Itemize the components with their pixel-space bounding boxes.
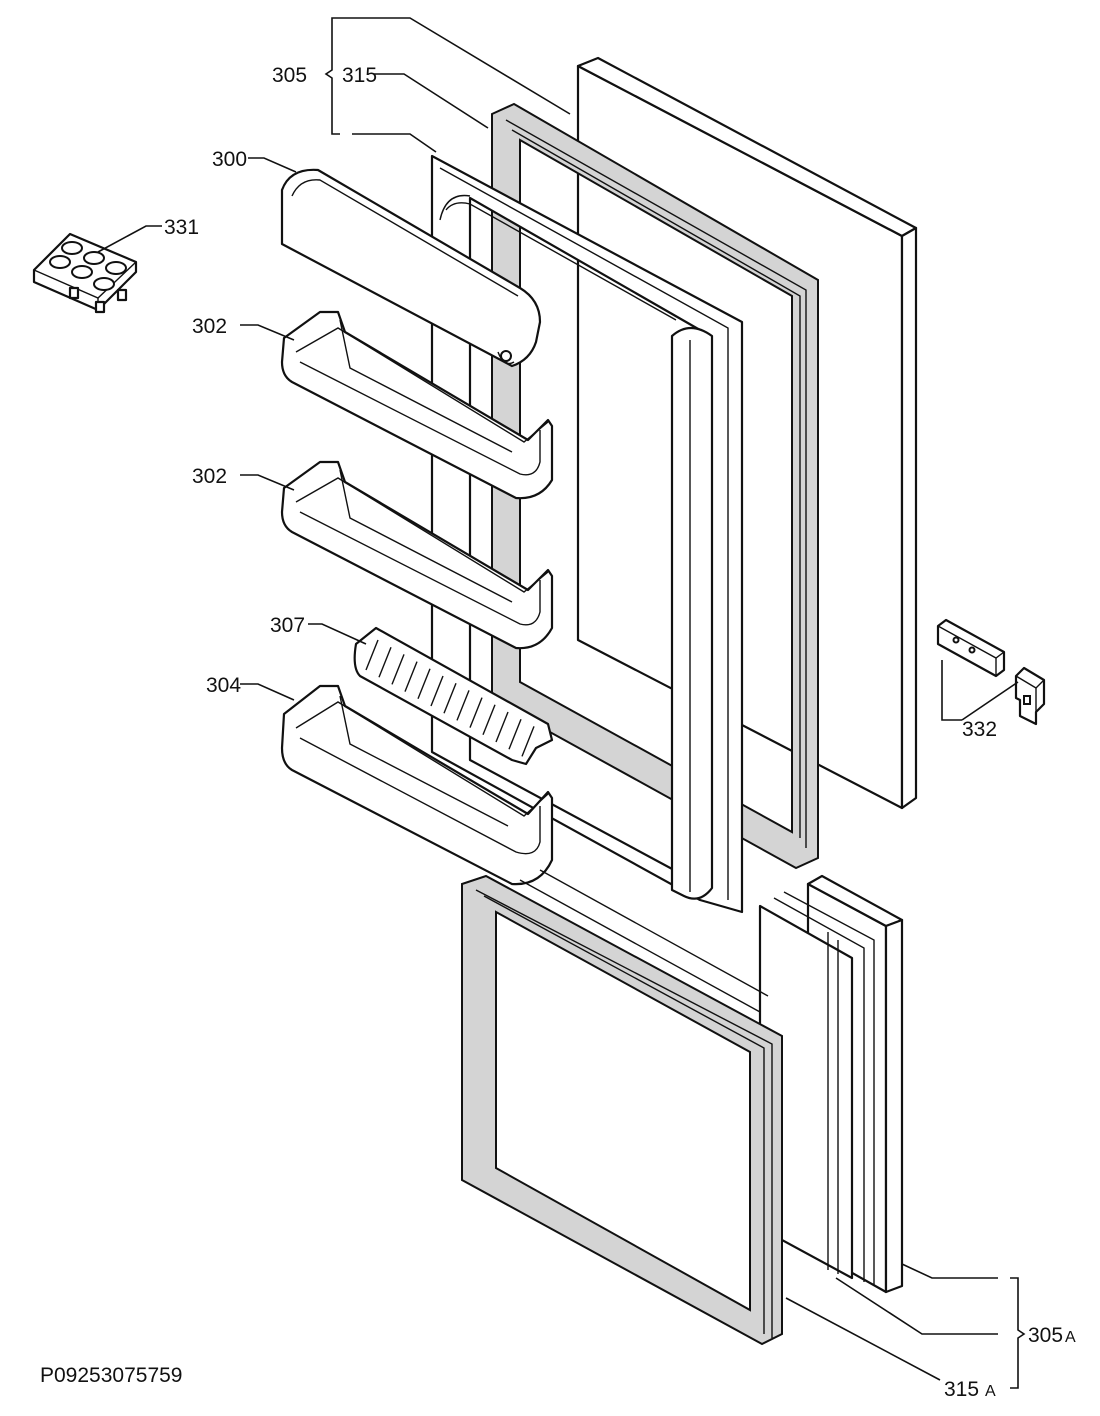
label-332: 332 — [962, 718, 997, 741]
rack-rib — [404, 661, 418, 692]
label-315a-suffix: A — [985, 1383, 996, 1400]
part-302-door-tray-upper — [280, 310, 554, 500]
label-305a-number: 305 — [1028, 1324, 1063, 1347]
label-331: 331 — [164, 216, 199, 239]
part-331-egg-tray — [32, 232, 138, 314]
rack-rib — [443, 682, 457, 714]
label-315a-number: 315 — [944, 1378, 979, 1401]
label-300: 300 — [212, 148, 247, 171]
part-304-bottle-shelf — [280, 684, 554, 886]
lower-door-gasket — [461, 869, 783, 1346]
rack-rib — [365, 639, 379, 671]
rack-rib — [430, 675, 444, 707]
rack-rib — [417, 668, 431, 700]
label-302-lower: 302 — [192, 465, 227, 488]
label-307: 307 — [270, 614, 305, 637]
upper-door-gasket — [491, 102, 819, 870]
drawing-id: P09253075759 — [40, 1364, 182, 1387]
label-302-upper: 302 — [192, 315, 227, 338]
label-304: 304 — [206, 674, 241, 697]
label-305a-suffix: A — [1065, 1329, 1076, 1346]
rack-rib — [521, 726, 535, 757]
label-315: 315 — [342, 64, 377, 87]
rack-rib — [378, 646, 392, 678]
part-302-door-tray-lower — [280, 460, 554, 650]
part-307-bottle-rack — [353, 626, 554, 766]
rack-rib — [456, 690, 470, 721]
rack-rib — [469, 697, 483, 728]
label-315a: 315 A — [944, 1378, 996, 1401]
rack-rib — [508, 718, 522, 750]
label-305: 305 — [272, 64, 307, 87]
rack-rib — [495, 711, 509, 743]
rack-rib — [391, 654, 405, 685]
part-300-dairy-cover — [280, 168, 542, 368]
rack-rib — [482, 704, 496, 736]
part-332-hinge-brackets — [936, 618, 1046, 726]
leader-lines — [97, 17, 1026, 1389]
